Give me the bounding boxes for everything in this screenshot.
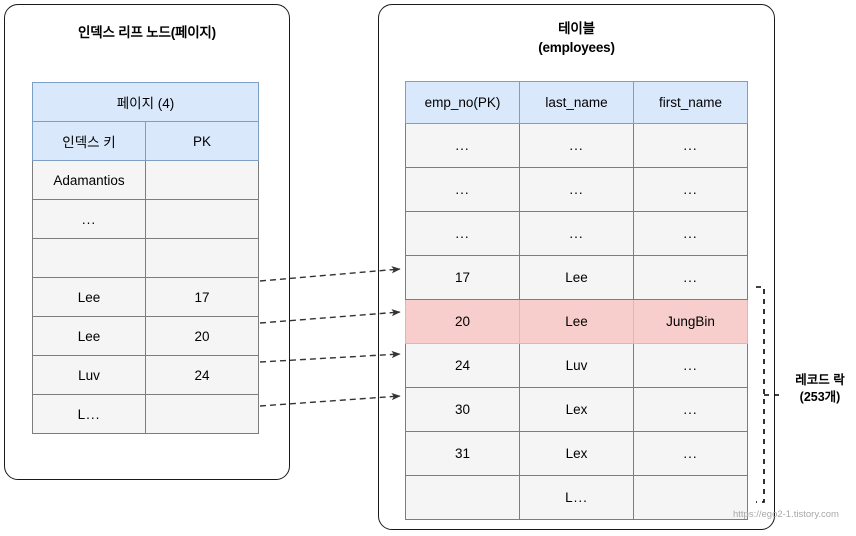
emp-no-cell: 17 <box>405 255 520 300</box>
employees-table: emp_no(PK) last_name first_name ... ... … <box>405 81 748 520</box>
index-pk-cell <box>144 160 260 200</box>
table-row: L... <box>405 475 748 520</box>
index-key-cell: Luv <box>32 355 146 395</box>
index-pk-cell <box>144 199 260 239</box>
table-row: Adamantios <box>32 160 260 200</box>
employees-header-last-name: last_name <box>519 81 634 124</box>
emp-no-cell <box>405 475 520 520</box>
index-column-header-pk: PK <box>144 121 260 161</box>
index-key-cell <box>32 238 146 278</box>
emp-no-cell: 31 <box>405 431 520 476</box>
table-row: 30 Lex ... <box>405 387 748 432</box>
table-row: ... ... ... <box>405 123 748 168</box>
record-lock-label-line2: (253개) <box>799 390 841 404</box>
last-name-cell: ... <box>519 167 634 212</box>
table-row: 17 Lee ... <box>405 255 748 300</box>
index-page-header-row: 페이지 (4) <box>31 82 260 122</box>
emp-no-cell: ... <box>405 167 520 212</box>
last-name-cell: Lex <box>519 431 634 476</box>
record-lock-label: 레코드 락 (253개) <box>786 372 854 406</box>
record-lock-label-line1: 레코드 락 <box>795 373 845 387</box>
index-leaf-node-table: 페이지 (4) 인덱스 키 PK Adamantios ... Lee 17 <box>31 82 260 434</box>
table-row: 24 Luv ... <box>405 343 748 388</box>
employees-header-row: emp_no(PK) last_name first_name <box>405 81 748 124</box>
employees-header-emp-no: emp_no(PK) <box>405 81 520 124</box>
table-row: Lee 17 <box>32 277 260 317</box>
emp-no-cell: 20 <box>405 299 520 344</box>
index-key-cell: Lee <box>32 316 146 356</box>
last-name-cell: ... <box>519 211 634 256</box>
table-row-highlighted: 20 Lee JungBin <box>405 299 748 344</box>
index-page-header-cell: 페이지 (4) <box>31 82 260 122</box>
first-name-cell: ... <box>633 343 748 388</box>
table-row: ... <box>32 199 260 239</box>
first-name-cell: ... <box>633 123 748 168</box>
last-name-cell: Luv <box>519 343 634 388</box>
employees-table-title-line1: 테이블 <box>558 21 595 36</box>
last-name-cell: Lee <box>519 299 634 344</box>
last-name-cell: ... <box>519 123 634 168</box>
table-row: ... ... ... <box>405 211 748 256</box>
index-key-cell: Lee <box>32 277 146 317</box>
table-row: Luv 24 <box>32 355 260 395</box>
first-name-cell: ... <box>633 255 748 300</box>
watermark-url: https://ego2-1.tistory.com <box>733 509 839 520</box>
first-name-cell: ... <box>633 211 748 256</box>
first-name-cell: ... <box>633 431 748 476</box>
table-row: Lee 20 <box>32 316 260 356</box>
last-name-cell: L... <box>519 475 634 520</box>
index-key-cell: L... <box>32 394 146 434</box>
index-key-cell: Adamantios <box>32 160 146 200</box>
emp-no-cell: ... <box>405 123 520 168</box>
table-row: ... ... ... <box>405 167 748 212</box>
emp-no-cell: 30 <box>405 387 520 432</box>
employees-table-title: 테이블 (employees) <box>379 19 774 57</box>
emp-no-cell: 24 <box>405 343 520 388</box>
index-column-header-row: 인덱스 키 PK <box>32 121 260 161</box>
index-pk-cell: 24 <box>144 355 260 395</box>
last-name-cell: Lee <box>519 255 634 300</box>
first-name-cell <box>633 475 748 520</box>
index-column-header-index-key: 인덱스 키 <box>32 121 146 161</box>
index-leaf-node-title: 인덱스 리프 노드(페이지) <box>78 25 216 40</box>
emp-no-cell: ... <box>405 211 520 256</box>
employees-table-title-line2: (employees) <box>538 40 615 55</box>
last-name-cell: Lex <box>519 387 634 432</box>
table-row: 31 Lex ... <box>405 431 748 476</box>
index-pk-cell: 20 <box>144 316 260 356</box>
first-name-cell: JungBin <box>633 299 748 344</box>
index-pk-cell <box>144 238 260 278</box>
employees-header-first-name: first_name <box>633 81 748 124</box>
table-row <box>32 238 260 278</box>
first-name-cell: ... <box>633 387 748 432</box>
first-name-cell: ... <box>633 167 748 212</box>
table-row: L... <box>32 394 260 434</box>
index-pk-cell <box>144 394 260 434</box>
index-pk-cell: 17 <box>144 277 260 317</box>
index-key-cell: ... <box>32 199 146 239</box>
